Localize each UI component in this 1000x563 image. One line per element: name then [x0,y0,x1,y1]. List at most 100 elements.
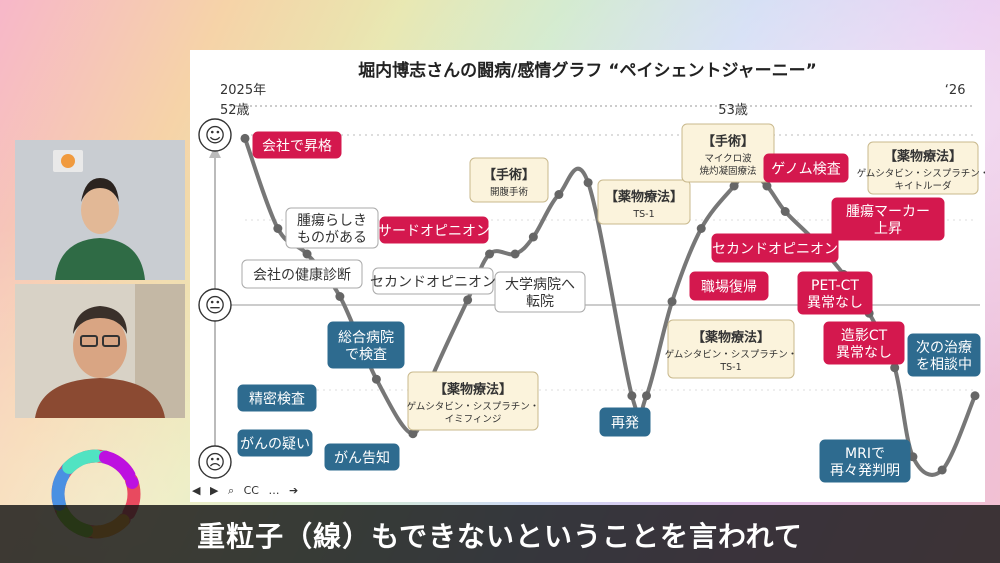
subtitle-text: 重粒子（線）もできないということを言われて [197,520,803,553]
data-point-12 [583,178,593,188]
next-slide-button[interactable]: ▶ [209,484,219,497]
data-point-5 [408,429,418,439]
annotation-text-14: 焼灼凝固療法 [699,165,756,177]
emotion-face-0: ☺ [205,123,226,147]
annotation-box-3 [237,384,317,412]
data-point-8 [485,249,495,259]
annotation-text-24: MRIで [845,446,885,462]
annotation-box-0 [252,131,342,159]
annotation-box-22 [823,321,905,365]
annotation-text-14: マイクロ波 [704,153,752,165]
data-point-9 [510,249,520,259]
annotation-text-9: 大学病院へ [505,277,575,293]
annotation-text-16: ゲムシタビン・シスプラチン・ [857,168,985,180]
annotation-text-23: を相談中 [916,357,972,373]
annotation-box-8 [372,267,494,295]
data-point-1 [273,224,283,233]
data-point-2 [302,249,312,259]
annotation-text-1: 腫瘍らしき [297,212,367,229]
annotation-text-21: TS-1 [719,362,741,373]
annotation-box-12 [597,179,691,225]
chart-title: 堀内博志さんの闘病/感情グラフ “ペイシェントジャーニー” [358,61,817,81]
webcam-panel-guest [15,284,185,418]
annotation-text-6: がん告知 [334,450,390,467]
data-point-20 [780,207,790,216]
emotion-face-circle [198,118,232,152]
annotation-box-14 [681,123,775,183]
emotion-face-1: 😐 [205,293,226,317]
annotation-text-19: 職場復帰 [701,279,757,296]
data-point-26 [937,465,947,475]
time-label: ‘26 [945,83,966,98]
annotation-text-1: ものがある [297,230,367,246]
annotation-box-6 [324,443,400,471]
data-point-0 [240,133,250,143]
more-icon[interactable]: … [268,484,280,497]
annotation-text-22: 造影CT [841,328,888,344]
data-point-14 [642,391,651,401]
annotation-text-9: 転院 [526,294,554,310]
data-point-7 [463,295,473,305]
annotation-box-19 [689,271,769,301]
data-point-4 [371,374,381,384]
annotation-text-10: イミフィンジ [445,414,502,425]
annotation-box-9 [494,271,586,313]
annotation-text-14: 【手術】 [702,134,754,150]
annotation-text-12: 【薬物療法】 [605,189,683,205]
annotation-text-16: 【薬物療法】 [884,149,962,165]
emotion-face-circle [198,288,232,322]
annotation-box-20 [797,271,873,315]
captions-button[interactable]: CC [243,484,259,497]
annotation-text-16: キイトルーダ [894,180,952,192]
annotation-text-2: 会社の健康診断 [253,267,351,284]
annotation-box-1 [285,207,379,249]
data-point-25 [908,452,918,462]
annotation-text-5: で検査 [345,347,387,363]
data-point-16 [696,224,706,233]
data-point-10 [528,232,538,242]
zoom-icon[interactable]: ⌕ [227,484,235,497]
annotation-text-18: 腫瘍マーカー [846,203,930,220]
annotation-text-8: セカンドオピニオン [370,275,496,291]
data-point-3 [335,292,345,301]
annotation-text-7: サードオピニオン [378,224,490,240]
data-point-13 [627,391,637,401]
annotation-text-18: 上昇 [874,221,902,237]
annotation-box-15 [763,153,849,183]
annotation-box-7 [379,216,489,244]
annotation-text-20: 異常なし [807,295,863,311]
data-point-27 [970,391,980,401]
annotation-box-23 [907,333,981,377]
annotation-text-10: 【薬物療法】 [434,382,512,398]
annotation-text-17: セカンドオピニオン [712,242,838,258]
annotation-box-13 [599,407,651,437]
annotation-box-21 [667,319,795,379]
slide-toolbar: ◀ ▶ ⌕ CC … ➔ [192,484,298,498]
annotation-text-12: TS-1 [632,209,654,220]
annotation-text-20: PET-CT [811,278,859,294]
annotation-text-24: 再々発判明 [830,463,900,479]
annotation-text-3: 精密検査 [249,391,305,408]
annotation-box-18 [831,197,945,241]
subtitle-bar: 重粒子（線）もできないということを言われて [0,505,1000,563]
annotation-text-22: 異常なし [836,345,892,361]
annotation-text-13: 再発 [611,416,639,432]
data-point-11 [554,190,564,199]
prev-slide-button[interactable]: ◀ [192,484,201,497]
annotation-box-10 [407,371,539,431]
emotion-face-circle [198,445,232,479]
data-point-24 [890,363,900,373]
annotation-text-21: ゲムシタビン・シスプラチン・ [665,349,798,361]
time-label: 53歳 [718,103,748,118]
annotation-box-16 [867,141,979,195]
time-label: 2025年 [220,83,266,98]
exit-icon[interactable]: ➔ [288,484,299,497]
annotation-text-0: 会社で昇格 [262,139,332,155]
webcam-panel-host [15,140,185,280]
data-point-15 [667,297,677,307]
annotation-box-17 [711,233,839,263]
annotation-text-23: 次の治療 [916,339,972,356]
annotation-text-15: ゲノム検査 [771,162,841,178]
annotation-text-21: 【薬物療法】 [692,330,770,346]
